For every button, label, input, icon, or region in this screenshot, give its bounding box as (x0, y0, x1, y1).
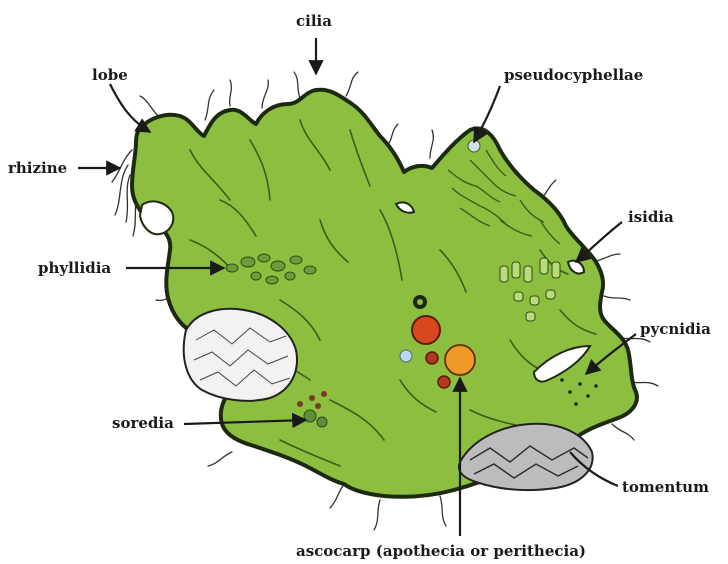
label-phyllidia: phyllidia (38, 259, 111, 277)
label-cilia: cilia (296, 12, 332, 30)
label-tomentum: tomentum (622, 478, 709, 496)
label-lobe: lobe (92, 66, 128, 84)
label-pycnidia: pycnidia (640, 320, 711, 338)
label-soredia: soredia (112, 414, 174, 432)
label-rhizine: rhizine (8, 159, 67, 177)
label-isidia: isidia (628, 208, 674, 226)
label-pseudocyphellae: pseudocyphellae (504, 66, 643, 84)
label-ascocarp: ascocarp (apothecia or perithecia) (296, 542, 586, 560)
isidia-arrow (576, 222, 622, 262)
